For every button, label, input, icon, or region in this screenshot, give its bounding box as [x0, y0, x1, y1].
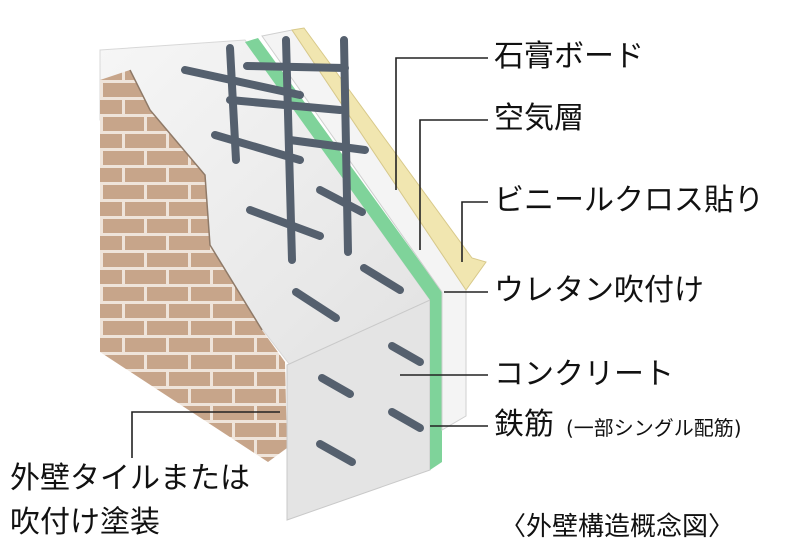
rebar-ends: [316, 342, 424, 466]
label-gypsum-board: 石膏ボード: [494, 39, 644, 74]
label-vinyl-cloth: ビニールクロス貼り: [494, 183, 764, 218]
label-exterior-line2: 吹付け塗装: [10, 505, 160, 540]
leader-lines: [131, 57, 488, 458]
urethane-layer: [245, 38, 442, 470]
label-rebar: 鉄筋: [494, 407, 554, 442]
label-air-layer: 空気層: [494, 101, 584, 136]
vinyl-cloth-layer: [291, 27, 487, 291]
rebar-grid: [181, 36, 404, 322]
diagram-caption: 〈外壁構造概念図〉: [500, 512, 735, 542]
label-exterior-line1: 外壁タイルまたは: [10, 461, 250, 496]
label-concrete: コンクリート: [494, 357, 674, 392]
label-urethane: ウレタン吹付け: [494, 273, 704, 308]
exterior-tile-face: [100, 70, 287, 462]
label-rebar-note: (一部シングル配筋): [566, 416, 742, 440]
